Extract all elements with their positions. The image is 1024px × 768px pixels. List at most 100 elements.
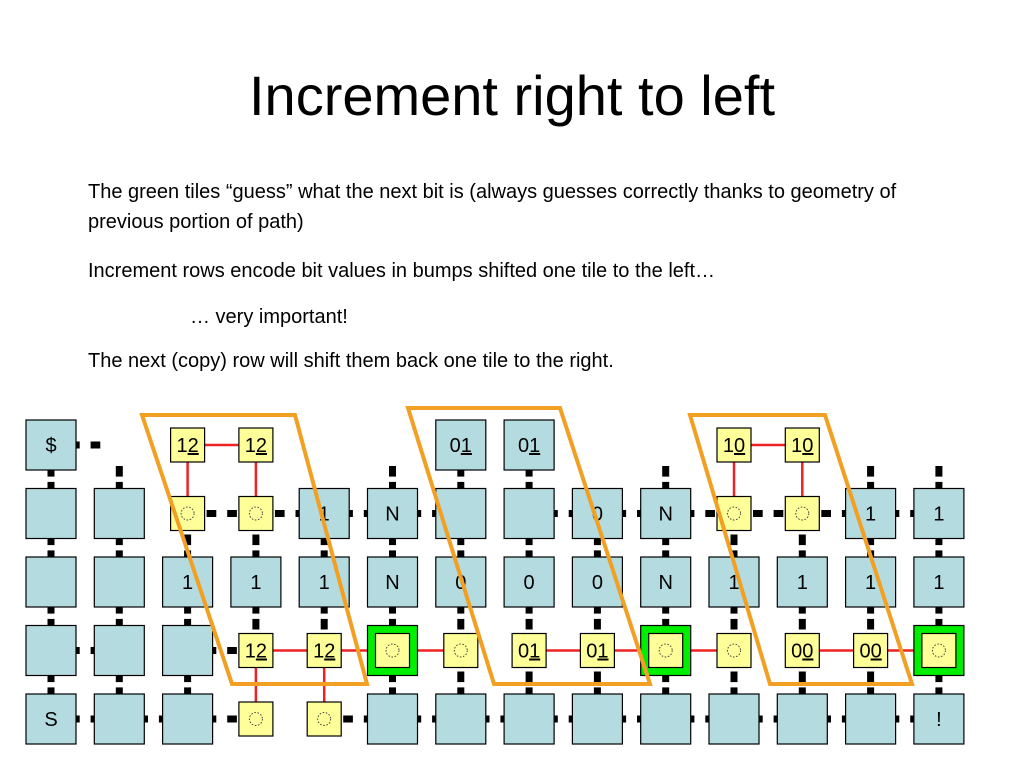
glue-bond-black [935, 603, 943, 614]
glue-bond-black [773, 510, 784, 517]
glue-bond-black [115, 534, 123, 546]
glue-bond-black [525, 687, 533, 698]
glue-bond-black [867, 534, 875, 546]
tile-label: 1 [933, 572, 944, 594]
tile-label: 00 [859, 641, 881, 663]
glue-bond-black [798, 534, 806, 546]
glue-bond-black [457, 618, 465, 630]
glue-bond-black [184, 671, 192, 683]
glue-bond-black [798, 618, 806, 630]
glue-bond-black [662, 603, 670, 614]
glue-bond-black [343, 715, 353, 723]
tile-label: 01 [518, 641, 540, 663]
tile-blue [435, 487, 487, 540]
tile-blue [25, 419, 77, 471]
tile-blue [913, 693, 965, 745]
tile-label: 1 [182, 572, 193, 594]
tile-label: 1 [865, 504, 876, 526]
glue-bond-black [525, 671, 533, 683]
glue-bond-black [662, 618, 670, 630]
glue-bond-black [867, 687, 875, 698]
guess-dot-icon [727, 506, 741, 521]
glue-bond-black [662, 687, 670, 698]
glue-bond-black [705, 510, 715, 517]
glue-bond-black [525, 466, 533, 477]
paragraph-copy-row: The next (copy) row will shift them back… [88, 350, 614, 372]
glue-bond-black [389, 481, 396, 493]
glue-bond-black [593, 550, 601, 561]
glue-bond-black [935, 481, 943, 493]
glue-bond-black [115, 618, 123, 630]
tile-blue [913, 556, 965, 608]
guess-dot-icon [795, 506, 810, 521]
glue-bond-black [227, 510, 237, 517]
tile-label: 0 [524, 572, 535, 594]
tile-blue [435, 693, 487, 745]
tile-yellow [306, 701, 342, 737]
glue-bond-black [115, 466, 123, 477]
tile-label: 1 [728, 572, 739, 594]
tile-label: 00 [791, 641, 813, 663]
glue-bond-black [320, 550, 328, 561]
highlight-parallelogram [405, 406, 653, 686]
tile-yellow [784, 632, 820, 669]
tile-blue [503, 556, 555, 608]
guess-dot-icon [317, 712, 332, 726]
glue-bond-black [935, 534, 943, 546]
tile-yellow [716, 427, 752, 463]
glue-bond-black [730, 687, 738, 698]
glue-bond-black [821, 510, 831, 517]
paragraph-very-important: … very important! [190, 306, 348, 328]
glue-bond-black [47, 618, 55, 630]
glue-bond-black [525, 618, 533, 630]
guess-dot-icon [248, 506, 263, 521]
glue-bond-black [525, 603, 533, 614]
tile-yellow [784, 427, 820, 463]
tile-yellow [716, 632, 752, 669]
glue-bond-black [525, 550, 533, 561]
glue-bond-black [593, 618, 601, 630]
tile-blue [25, 556, 77, 608]
tile-yellow [238, 427, 274, 463]
glue-bond-black [320, 618, 328, 630]
glue-bond-black [935, 618, 943, 630]
glue-bond-black [320, 603, 328, 614]
glue-bond-black [227, 715, 237, 723]
glue-bond-black [47, 550, 55, 561]
tile-blue [366, 487, 419, 540]
tile-yellow [170, 427, 206, 463]
glue-bond-black [798, 550, 806, 561]
tile-blue [93, 624, 145, 677]
tile-green-inner [374, 632, 411, 669]
glue-bond-black [252, 618, 260, 630]
tile-blue [366, 693, 419, 745]
tile-label: 10 [791, 435, 813, 457]
glue-bond-black [389, 550, 396, 561]
glue-bond-black [320, 534, 328, 546]
glue-bond-black [457, 550, 465, 561]
paragraph-increment-rows: Increment rows encode bit values in bump… [88, 260, 716, 282]
glue-bond-black [798, 687, 806, 698]
glue-bond-black [184, 687, 192, 698]
tile-label: 01 [586, 641, 608, 663]
glue-bond-black [184, 534, 192, 546]
tile-blue [503, 487, 555, 540]
tile-blue [844, 693, 897, 745]
tile-label: N [385, 572, 399, 594]
tile-label: 01 [450, 435, 472, 457]
glue-bond-black [274, 510, 285, 517]
page-title: Increment right to left [248, 64, 775, 127]
glue-bond-black [47, 466, 55, 477]
glue-bond-black [662, 550, 670, 561]
glue-bond-black [90, 441, 101, 449]
glue-bond-black [593, 534, 601, 546]
glue-bond-black [184, 603, 192, 614]
glue-bond-black [867, 671, 875, 683]
tile-blue [640, 693, 692, 745]
tile-label: N [385, 504, 399, 526]
tile-label: N [658, 504, 672, 526]
tile-label: 12 [245, 435, 267, 457]
tile-label: ! [936, 709, 942, 731]
glue-bond-black [935, 671, 943, 683]
glue-bond-black [389, 534, 396, 546]
